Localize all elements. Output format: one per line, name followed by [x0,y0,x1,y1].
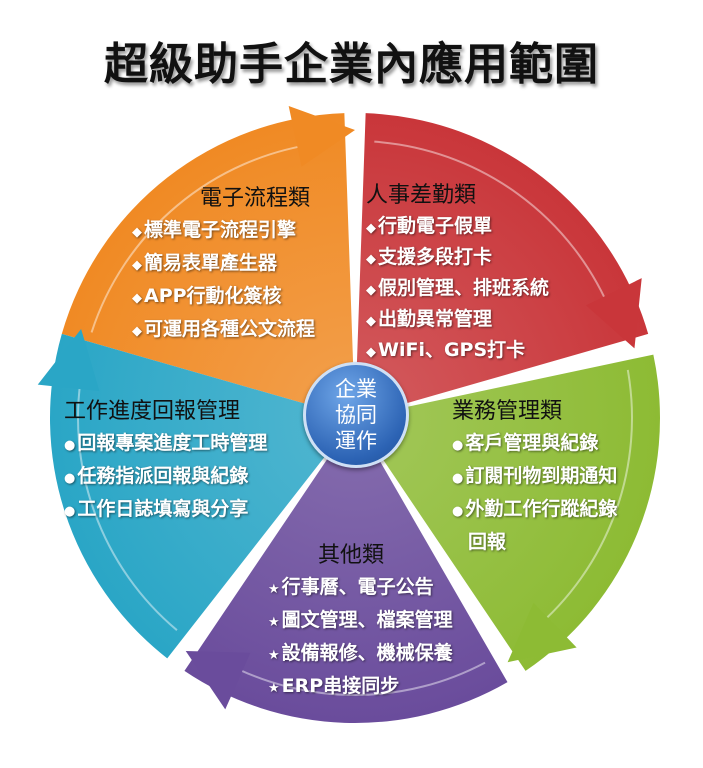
segment-item-text: 工作日誌填寫與分享 [77,498,249,520]
bullet-icon: ◆ [366,345,376,360]
arrow-head-icon [288,105,355,167]
segment-item-text: 任務指派回報與紀錄 [77,465,249,487]
arrow-head-icon [585,278,642,349]
bullet-icon: ◆ [132,291,142,306]
center-line: 運作 [335,429,377,453]
arc-highlight [77,369,178,631]
segment-item: ★行事曆、電子公告 [268,572,453,605]
segment-item: ●外勤工作行蹤紀錄 [452,494,617,527]
segment-title: 電子流程類 [200,186,311,211]
bullet-icon: ● [64,438,76,453]
segment-item-text: 出勤異常管理 [378,308,493,330]
bullet-icon: ★ [268,648,280,663]
bullet-icon: ● [452,504,464,519]
segment-item: ◆支援多段打卡 [366,243,549,274]
segment-title: 其他類 [318,543,385,568]
center-line: 企業 [335,377,377,401]
bullet-icon: ◆ [366,221,376,236]
segment-item-text: 假別管理、排班系統 [378,277,550,299]
segment-item-text: 行動電子假單 [378,215,493,237]
arc-highlight [374,140,613,315]
arrow-head-icon [185,650,251,710]
segment-e-process: 電子流程類 ◆標準電子流程引擎◆簡易表單產生器◆APP行動化簽核◆可運用各種公文… [132,183,315,347]
segment-item: ◆假別管理、排班系統 [366,274,549,305]
segment-item: ◆APP行動化簽核 [132,281,315,314]
segment-wedge [61,113,354,407]
segment-title: 人事差勤類 [366,183,477,208]
segment-item-text: 簡易表單產生器 [144,252,278,274]
segment-item: ●任務指派回報與紀錄 [64,461,267,494]
bullet-icon: ◆ [366,252,376,267]
segment-wedge [49,333,331,659]
segment-item: ◆標準電子流程引擎 [132,215,315,248]
segment-item: ●客戶管理與紀錄 [452,428,617,461]
segment-hr-attendance: 人事差勤類 ◆行動電子假單◆支援多段打卡◆假別管理、排班系統◆出勤異常管理◆Wi… [366,180,549,367]
segment-item: ●訂閱刊物到期通知 [452,461,617,494]
bullet-icon: ★ [268,615,280,630]
bullet-icon: ★ [268,582,280,597]
bullet-icon: ◆ [132,225,142,240]
segment-item: ★圖文管理、檔案管理 [268,605,453,638]
arc-highlight [224,661,486,696]
segment-others: 其他類 ★行事曆、電子公告★圖文管理、檔案管理★設備報修、機械保養★ERP串接同… [268,540,453,704]
arrow-head-icon [37,329,100,392]
center-line: 協同 [335,403,377,427]
segment-title: 業務管理類 [452,399,563,424]
bullet-icon: ● [452,438,464,453]
segment-item-text: 回報專案進度工時管理 [77,432,268,454]
segment-item-text: 支援多段打卡 [378,246,493,268]
arc-highlight [532,369,633,631]
bullet-icon: ◆ [366,314,376,329]
segment-item: ◆WiFi、GPS打卡 [366,336,549,367]
segment-item: ◆簡易表單產生器 [132,248,315,281]
segment-item-text: 訂閱刊物到期通知 [465,465,618,487]
segment-item: ◆行動電子假單 [366,212,549,243]
segment-item-text: 標準電子流程引擎 [144,219,297,241]
arrow-head-icon [507,602,577,663]
segment-item-text: 回報 [468,531,507,553]
bullet-icon: ★ [268,681,280,696]
bullet-icon: ● [64,471,76,486]
segment-item-text: WiFi、GPS打卡 [378,339,526,361]
diagram-title: 超級助手企業內應用範圍 [104,39,599,90]
segment-item-text: APP行動化簽核 [144,285,282,307]
bullet-icon: ◆ [366,283,376,298]
bullet-icon: ● [64,504,76,519]
segment-item-text: 外勤工作行蹤紀錄 [465,498,618,520]
arc-highlight [90,142,317,333]
segment-item: ★ERP串接同步 [268,671,453,704]
segment-item-text: 可運用各種公文流程 [144,318,316,340]
segment-item: ◆出勤異常管理 [366,305,549,336]
segment-item: ●工作日誌填寫與分享 [64,494,267,527]
center-circle: 企業 協同 運作 [303,362,409,468]
segment-item-text: 客戶管理與紀錄 [465,432,599,454]
segment-wedge [356,113,649,407]
bullet-icon: ◆ [132,324,142,339]
segment-item: ●回報專案進度工時管理 [64,428,267,461]
bullet-icon: ◆ [132,258,142,273]
segment-item-text: 設備報修、機械保養 [281,642,453,664]
segment-item: 回報 [452,527,617,557]
segment-business: 業務管理類 ●客戶管理與紀錄●訂閱刊物到期通知●外勤工作行蹤紀錄回報 [452,396,617,557]
segment-item-text: 行事曆、電子公告 [281,576,434,598]
segment-wedge [184,451,508,724]
segment-item: ★設備報修、機械保養 [268,638,453,671]
segment-title: 工作進度回報管理 [64,399,241,424]
segment-item-text: 圖文管理、檔案管理 [281,609,453,631]
segment-item-text: ERP串接同步 [281,675,400,697]
segment-wedge [377,354,660,671]
segment-item: ◆可運用各種公文流程 [132,314,315,347]
bullet-icon: ● [452,471,464,486]
segment-progress-report: 工作進度回報管理 ●回報專案進度工時管理●任務指派回報與紀錄●工作日誌填寫與分享 [64,396,267,527]
